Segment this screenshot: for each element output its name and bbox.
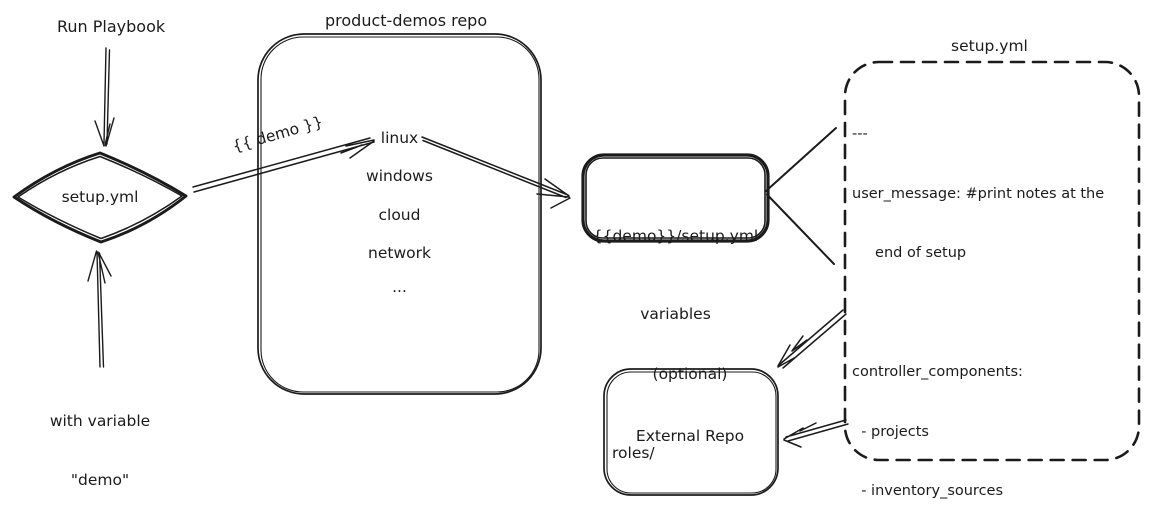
external-repo-item-roles: roles/ [612,444,655,462]
repo-item-ellipsis: ... [392,278,407,296]
variables-box [581,153,770,243]
setup-yml-contents: --- user_message: #print notes at the en… [852,85,1134,505]
with-variable-label: with variable "demo" [25,373,175,505]
with-variable-line2: "demo" [70,470,130,489]
yaml-line: --- [852,126,868,142]
arrow-with-variable [87,250,112,368]
external-repo-contents: roles/ playbooks/ .... [612,400,696,505]
product-demos-box-inner [260,36,540,393]
yaml-line: controller_components: [852,364,1023,380]
yaml-line: end of setup [852,245,967,261]
setup-yml-box [843,60,1141,462]
diamond-label: setup.yml [61,188,139,206]
repo-item-windows: windows [366,167,433,185]
variables-box-line1: {{demo}}/setup.yml [592,227,759,245]
with-variable-line1: with variable [49,412,151,430]
fan-lines [765,127,837,265]
arrow-demo [192,137,375,193]
repo-item-network: network [368,244,431,262]
yaml-line: - inventory_sources [852,483,1004,499]
external-repo-title: (optional) External Repo [600,323,780,487]
repo-title: product-demos repo [325,11,488,30]
repo-item-linux: linux [380,129,419,147]
external-repo-box [603,368,779,496]
arrow-jobtemplates-to-external [783,419,849,448]
diamond-shape [12,151,188,244]
repo-item-cloud: cloud [378,206,421,224]
arrow-projects-to-external [777,309,847,369]
external-repo-title-line1: (optional) [652,365,728,383]
variables-box-line2: variables [640,305,711,323]
yaml-line: user_message: #print notes at the [852,185,1105,202]
run-playbook-label: Run Playbook [57,17,166,36]
variables-box-inner [585,157,766,239]
yaml-line: - projects [852,423,929,440]
product-demos-box [257,33,542,395]
arrow-linux-to-variables [421,136,571,209]
diamond-shape-inner [17,155,183,240]
yaml-line [852,304,1134,324]
variables-box-label: {{demo}}/setup.yml variables [584,171,767,379]
setup-yml-title: setup.yml [951,37,1028,55]
arrow-run-playbook [94,47,115,147]
external-repo-title-line2: External Repo [635,426,745,445]
external-repo-box-inner [606,371,777,494]
